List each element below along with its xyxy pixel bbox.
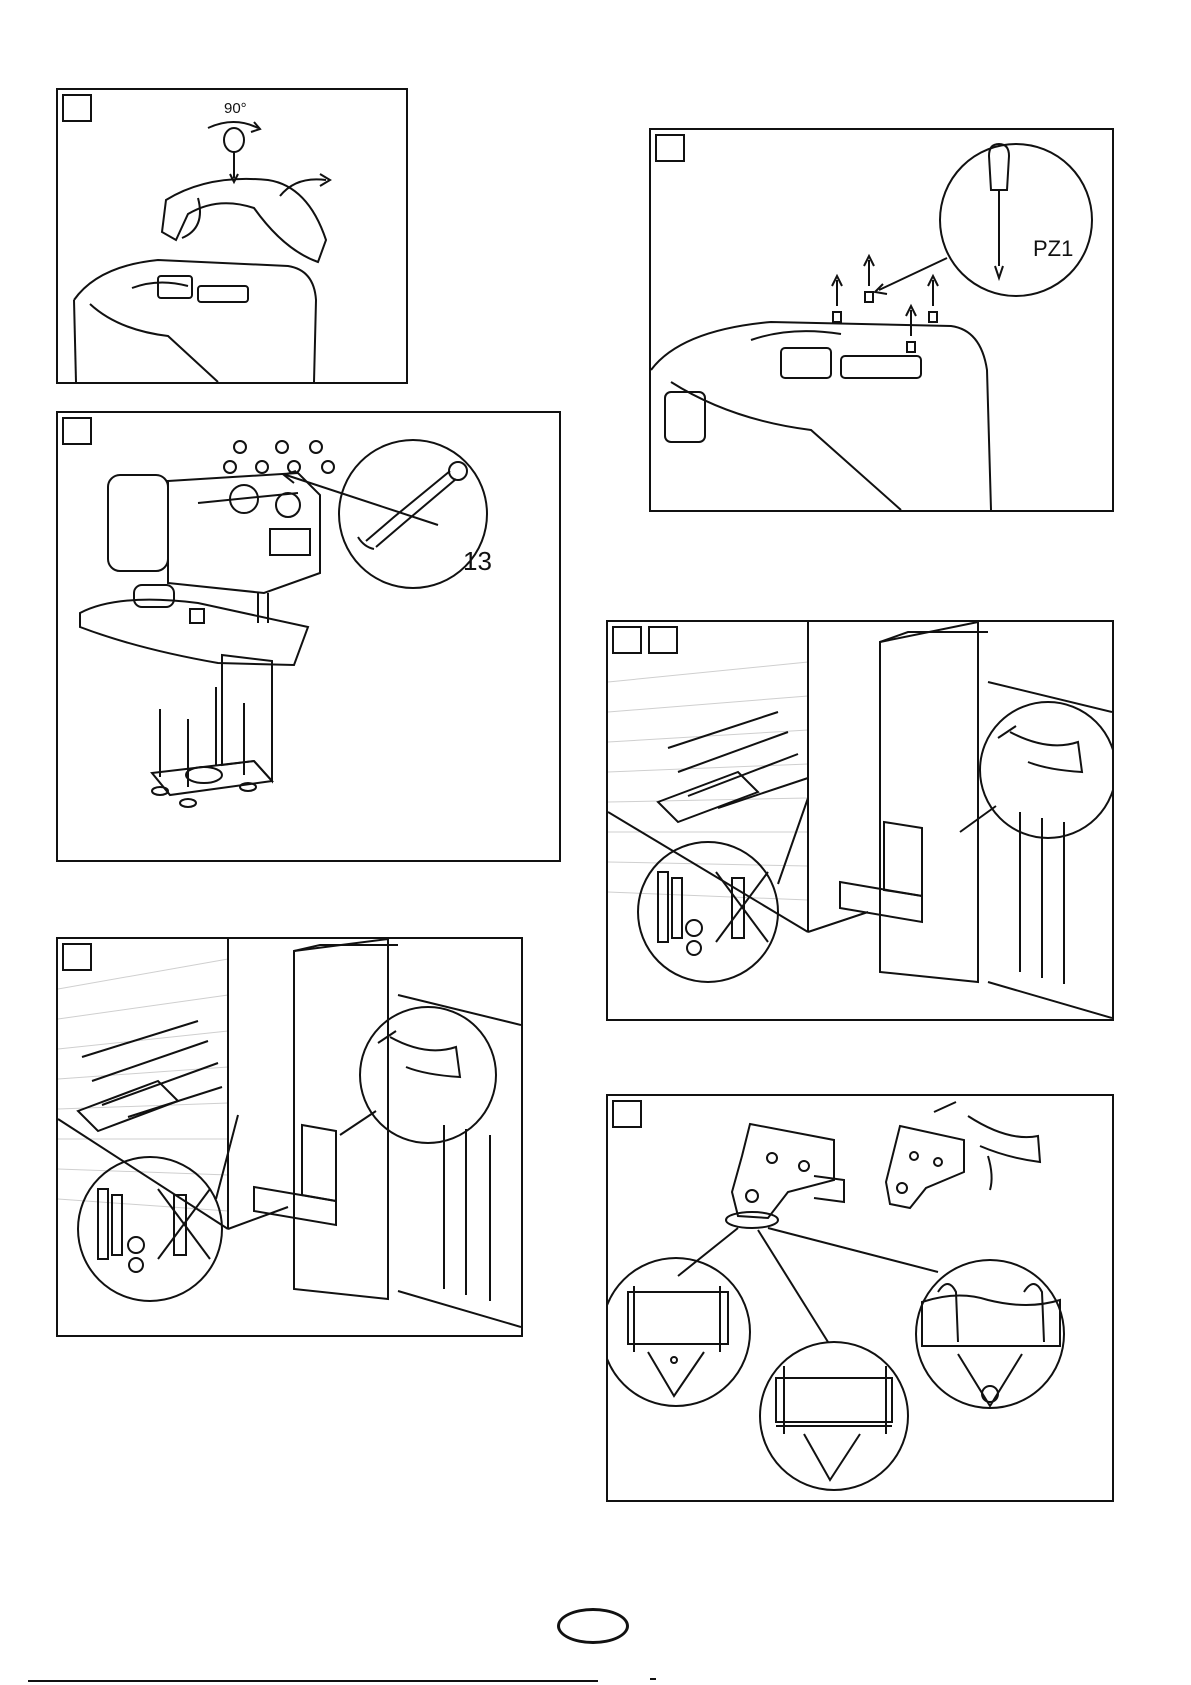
hammer-hand-icon — [998, 726, 1082, 772]
wrench-icon — [366, 471, 456, 547]
footer-divider — [28, 1680, 598, 1682]
panel-motor-mount: 13 — [56, 411, 561, 862]
rear-bracket-pillar-illustration — [608, 622, 1112, 1019]
panel-gate-bracket — [606, 1094, 1114, 1502]
panel-rear-bracket-wall — [56, 937, 523, 1337]
panel-screws: PZ1 — [649, 128, 1114, 512]
panel-rear-bracket-pillar — [606, 620, 1114, 1021]
panel-cover-removal: 90° — [56, 88, 408, 384]
screwdriver-icon — [989, 144, 1009, 190]
language-badge — [557, 1608, 629, 1644]
screws-illustration — [651, 130, 1112, 510]
motor-mount-illustration — [58, 413, 559, 860]
hammer-hand-icon — [378, 1031, 460, 1077]
hammer-hand-icon — [934, 1102, 1040, 1162]
cover-removal-illustration — [58, 90, 406, 382]
key-icon — [224, 128, 244, 152]
footer-mark — [650, 1678, 656, 1680]
rear-bracket-wall-illustration — [58, 939, 521, 1335]
gate-bracket-illustration — [608, 1096, 1112, 1500]
